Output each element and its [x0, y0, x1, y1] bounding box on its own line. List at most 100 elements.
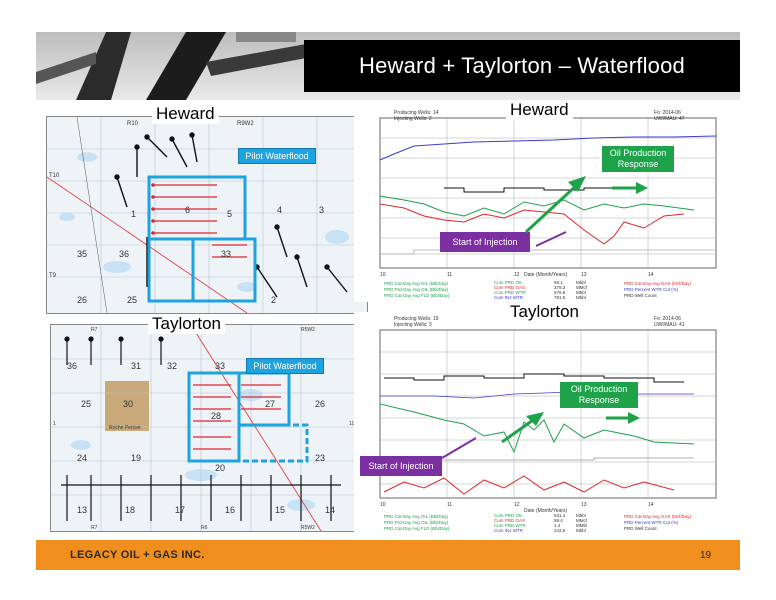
- range-label: R5W2: [301, 525, 315, 531]
- legend-item: Cum PRD WTR: [494, 523, 526, 528]
- x-tick: 13: [581, 272, 587, 278]
- legend-item: Cum PRD OIL: [494, 280, 523, 285]
- township-label: T9: [49, 273, 57, 279]
- heward-pilot-callout: Pilot Waterflood: [238, 148, 316, 164]
- section-number: 15: [275, 505, 285, 515]
- legend-item: Cum INJ WTR: [494, 528, 524, 533]
- legend-value: 59.1: [554, 280, 563, 285]
- section-number: 32: [167, 361, 177, 371]
- heward-arrows: [524, 176, 648, 247]
- chart-header-text: UWI/MAU: 47: [654, 116, 685, 122]
- legend-item: PRD Cal-Day Avg FLD (Bbl/Day): [384, 526, 450, 531]
- legend-unit: Mbbl: [576, 528, 586, 533]
- x-axis-label: Date (Month/Years): [524, 272, 568, 278]
- legend-value: 243.5: [554, 528, 566, 533]
- taylorton-arrows: [441, 412, 640, 459]
- footer-bar: [36, 540, 740, 570]
- slide: Heward + Taylorton – Waterflood: [36, 32, 742, 570]
- section-number: 3: [319, 205, 324, 215]
- section-number: 28: [211, 411, 221, 421]
- heward-chart: Producing Wells: 14 Injecting Wells: 2 F…: [354, 104, 742, 302]
- company-name: LEGACY OIL + GAS INC.: [70, 549, 205, 561]
- section-number: 24: [77, 453, 87, 463]
- arrow-up-icon: [526, 412, 544, 426]
- legend-item: PRD Cal-Day Avg OIL (Bbl/Day): [384, 281, 449, 286]
- legend-value: 59.4: [554, 518, 563, 523]
- legend-item: PRD Cal-Day Avg OIL (Bbl/Day): [384, 514, 449, 519]
- section-number: 30: [123, 399, 133, 409]
- arrow-up-icon: [568, 176, 586, 192]
- section-number: 25: [127, 295, 137, 305]
- section-number: 23: [315, 453, 325, 463]
- section-number: 19: [131, 453, 141, 463]
- section-number: 6: [185, 205, 190, 215]
- chart-header-text: Producing Wells: 14: [394, 110, 439, 116]
- taylorton-chart-graphic: Producing Wells: 19 Injecting Wells: 3 F…: [379, 316, 717, 533]
- taylorton-chart: Producing Wells: 19 Injecting Wells: 3 F…: [354, 312, 742, 534]
- x-tick: 10: [380, 272, 386, 278]
- legend-unit: MMcf: [576, 285, 588, 290]
- legend-item: Cum PRD GAS: [494, 518, 525, 523]
- x-tick: 14: [648, 502, 654, 508]
- arrow-right-icon: [636, 182, 648, 194]
- section-number: 27: [265, 399, 275, 409]
- legend-item: PRD Well Count: [624, 526, 657, 531]
- taylorton-pilot-callout: Pilot Waterflood: [246, 358, 324, 374]
- legend-unit: MMbl: [576, 523, 587, 528]
- section-number: 5: [227, 209, 232, 219]
- legend-item: Cum PRD OIL: [494, 513, 523, 518]
- legend-value: 1.4: [554, 523, 561, 528]
- section-number: 36: [119, 249, 129, 259]
- section-number: 16: [225, 505, 235, 515]
- legend-item: PRD Prd-Day Avg OIL (Bbl/Day): [384, 287, 449, 292]
- legend-item: PRD Prd-Day Avg OIL (Bbl/Day): [384, 520, 449, 525]
- legend-item: PRD Percent WTR Cut (%): [624, 520, 679, 525]
- section-number: 2: [271, 295, 276, 305]
- x-tick: 11: [447, 502, 452, 508]
- legend-item: Cum INJ WTR: [494, 295, 524, 300]
- legend-unit: Mbbl: [576, 513, 586, 518]
- heward-response-callout: Oil Production Response: [602, 146, 674, 172]
- x-tick: 12: [514, 272, 520, 278]
- section-number: 14: [325, 505, 335, 515]
- x-tick: 13: [581, 502, 587, 508]
- range-label: R5W2: [301, 327, 315, 333]
- section-number: 36: [67, 361, 77, 371]
- taylorton-injection-callout: Start of Injection: [360, 456, 442, 476]
- taylorton-map: 36 31 32 33 30 25 28 27 26 24 19 20 23 1…: [50, 324, 358, 532]
- page-number: 19: [700, 550, 712, 561]
- arrow-right-icon: [628, 412, 640, 424]
- x-axis-label: Date (Month/Years): [524, 508, 568, 514]
- slide-title: Heward + Taylorton – Waterflood: [359, 53, 685, 78]
- taylorton-chart-label: Taylorton: [506, 302, 583, 322]
- heward-chart-graphic: Producing Wells: 14 Injecting Wells: 2 F…: [379, 110, 717, 300]
- chart-header-text: Fo: 2014-06: [654, 110, 681, 116]
- section-number: 35: [77, 249, 87, 259]
- legend-value: 781.5: [554, 295, 566, 300]
- section-number: 33: [215, 361, 225, 371]
- legend-value: 576.8: [554, 290, 566, 295]
- title-background: [304, 40, 740, 92]
- chart-header-text: UWI/MAU: 41: [654, 322, 685, 328]
- section-number: 33: [221, 249, 231, 259]
- x-tick: 12: [514, 502, 520, 508]
- legend-item: PRD Cal-Day Avg GAS (Mcf/Day): [624, 514, 692, 519]
- chart-header-text: Injecting Wells: 2: [394, 116, 432, 122]
- taylorton-response-callout: Oil Production Response: [560, 382, 638, 408]
- legend-unit: MMcf: [576, 518, 588, 523]
- legend-unit: Mbbl: [576, 290, 586, 295]
- x-tick: 14: [648, 272, 654, 278]
- legend-item: PRD Well Count: [624, 293, 657, 298]
- chart-header-text: Fo: 2014-06: [654, 316, 681, 322]
- section-number: 25: [81, 399, 91, 409]
- legend-item: PRD Cal-Day Avg GAS (Mcf/Day): [624, 281, 692, 286]
- range-label: R6: [201, 525, 208, 531]
- legend-value: 531.4: [554, 513, 566, 518]
- township-label: T10: [49, 173, 60, 179]
- township-label: 1: [53, 421, 56, 427]
- section-number: 31: [131, 361, 141, 371]
- legend-item: PRD Percent WTR Cut (%): [624, 287, 679, 292]
- heward-map-label: Heward: [152, 104, 219, 124]
- legend-item: Cum PRD GAS: [494, 285, 525, 290]
- range-label: R7: [91, 525, 98, 531]
